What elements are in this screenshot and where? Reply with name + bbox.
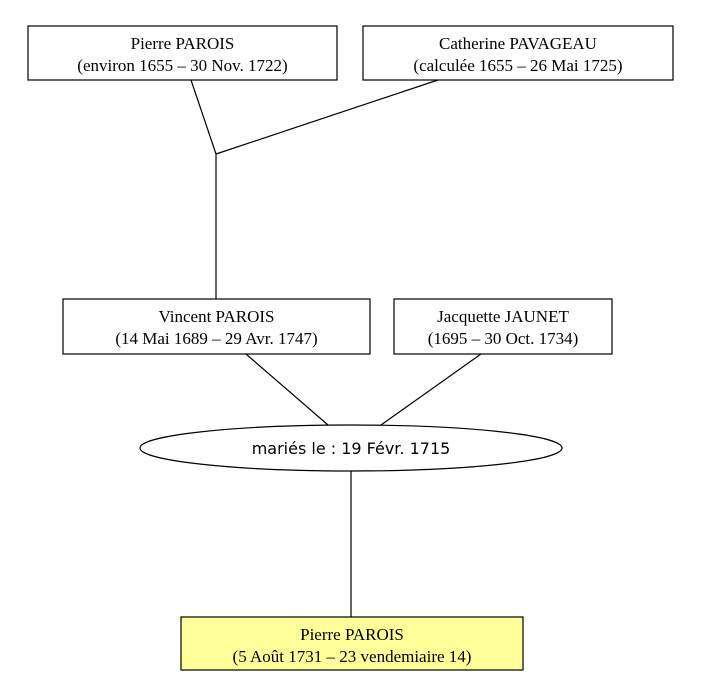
person-dates: (calculée 1655 – 26 Mai 1725) <box>413 56 622 75</box>
person-dates: (5 Août 1731 – 23 vendemiaire 14) <box>233 647 472 666</box>
person-name: Vincent PAROIS <box>159 307 275 326</box>
person-name: Catherine PAVAGEAU <box>439 34 597 53</box>
connector-grandfather <box>190 79 217 155</box>
person-box-grandmother[interactable]: Catherine PAVAGEAU (calculée 1655 – 26 M… <box>362 25 674 81</box>
person-name: Pierre PAROIS <box>131 34 235 53</box>
person-name: Pierre PAROIS <box>300 625 404 644</box>
person-dates: (environ 1655 – 30 Nov. 1722) <box>77 56 287 75</box>
person-box-mother[interactable]: Jacquette JAUNET (1695 – 30 Oct. 1734) <box>393 298 613 355</box>
person-name: Jacquette JAUNET <box>437 307 569 326</box>
person-dates: (1695 – 30 Oct. 1734) <box>428 329 579 348</box>
connector-father-to-marriage <box>245 353 329 426</box>
marriage-label: mariés le : 19 Févr. 1715 <box>252 439 451 458</box>
marriage-node[interactable]: mariés le : 19 Févr. 1715 <box>139 424 563 472</box>
connector-grandmother <box>215 79 439 155</box>
person-dates: (14 Mai 1689 – 29 Avr. 1747) <box>115 329 317 348</box>
connector-mother-to-marriage <box>380 353 482 426</box>
person-box-father[interactable]: Vincent PAROIS (14 Mai 1689 – 29 Avr. 17… <box>62 298 371 355</box>
person-box-subject[interactable]: Pierre PAROIS (5 Août 1731 – 23 vendemia… <box>180 616 524 671</box>
person-box-grandfather[interactable]: Pierre PAROIS (environ 1655 – 30 Nov. 17… <box>27 25 338 81</box>
